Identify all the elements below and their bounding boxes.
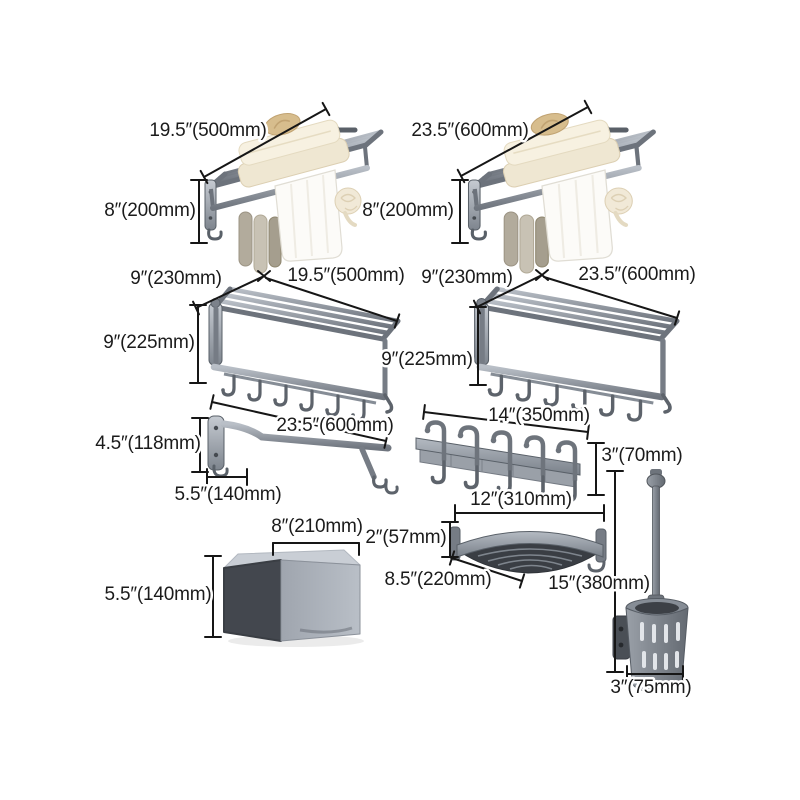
- label-towel-rack-500-width: 19.5″(500mm): [149, 120, 266, 141]
- dim-towel-bar-height: [191, 417, 209, 473]
- dim-corner-shelf-depth: [448, 550, 526, 589]
- label-folding-rack-500-width: 19.5″(500mm): [287, 265, 404, 286]
- label-hook-rail-height: 3″(70mm): [601, 445, 682, 466]
- dim-corner-shelf-width: [454, 504, 605, 522]
- dim-box-width: [272, 542, 360, 556]
- label-towel-bar-height: 4.5″(118mm): [95, 433, 201, 454]
- label-folding-rack-600-width: 23.5″(600mm): [578, 264, 695, 285]
- dim-towel-bar-length: [209, 394, 389, 449]
- label-toilet-brush-width: 3″(75mm): [610, 677, 691, 698]
- toilet-brush-product: [612, 469, 689, 693]
- label-towel-bar-depth: 5.5″(140mm): [175, 484, 282, 505]
- dim-box-height: [204, 555, 222, 638]
- dim-folding-rack-500-height: [189, 304, 207, 384]
- dim-towel-rack-600-height: [451, 179, 469, 244]
- label-towel-bar-length: 23.5″(600mm): [276, 415, 393, 436]
- dim-corner-shelf-height: [441, 521, 459, 558]
- corner-shelf-product: [449, 526, 607, 574]
- towel-bar-600-product: [207, 415, 399, 495]
- label-corner-shelf-height: 2″(57mm): [365, 527, 446, 548]
- label-box-width: 8″(210mm): [271, 516, 363, 537]
- dim-hook-rail-width: [422, 404, 590, 440]
- dim-folding-rack-600-width: [543, 276, 681, 326]
- label-towel-rack-500-height: 8″(200mm): [104, 200, 196, 221]
- label-box-height: 5.5″(140mm): [105, 584, 212, 605]
- label-hook-rail-width: 14″(350mm): [488, 405, 590, 426]
- label-folding-rack-500-height: 9″(225mm): [103, 332, 195, 353]
- label-toilet-brush-height: 15″(380mm): [548, 573, 650, 594]
- label-towel-rack-600-width: 23.5″(600mm): [411, 120, 528, 141]
- dim-toilet-brush-height: [606, 470, 624, 673]
- storage-box-product: [223, 549, 364, 647]
- dim-folding-rack-500-width: [265, 277, 401, 329]
- label-folding-rack-600-height: 9″(225mm): [381, 349, 473, 370]
- dim-folding-rack-600-height: [469, 306, 487, 386]
- hook-rail-product: [415, 420, 581, 503]
- label-corner-shelf-depth: 8.5″(220mm): [385, 569, 492, 590]
- folding-rack-500: [209, 289, 398, 420]
- dim-towel-rack-500-width: [199, 101, 331, 185]
- label-corner-shelf-width: 12″(310mm): [470, 489, 572, 510]
- dim-towel-rack-500-height: [190, 179, 208, 244]
- dim-hook-rail-height: [587, 442, 605, 496]
- label-towel-rack-600-height: 8″(200mm): [362, 200, 454, 221]
- dim-toilet-brush-width: [626, 665, 684, 682]
- label-folding-rack-600-depth: 9″(230mm): [421, 267, 513, 288]
- dim-towel-bar-depth: [206, 468, 248, 486]
- label-folding-rack-500-depth: 9″(230mm): [130, 268, 222, 289]
